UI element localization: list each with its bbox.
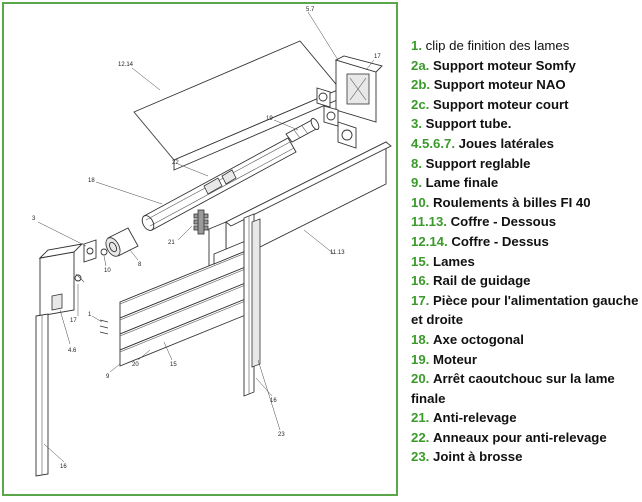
- legend-label: Pièce pour l'alimentation gauche et droi…: [411, 292, 639, 328]
- legend-number: 1.: [411, 38, 422, 53]
- legend-number: 2c.: [411, 96, 430, 112]
- legend-number: 2b.: [411, 77, 431, 93]
- part-moteur: [285, 118, 320, 143]
- legend-label: Lames: [433, 253, 475, 269]
- callout-16-left: 16: [60, 464, 67, 470]
- legend-number: 9.: [411, 175, 422, 191]
- part-clip: [99, 319, 109, 335]
- part-anti-relevage: [193, 209, 209, 235]
- legend-item: 2a. Support moteur Somfy: [411, 56, 639, 76]
- legend-item: 10. Roulements à billes FI 40: [411, 193, 639, 213]
- legend-item: 8. Support reglable: [411, 154, 639, 174]
- callout-11-13: 11.13: [330, 250, 345, 256]
- leader-lines: [37, 11, 375, 463]
- part-axe-octogonal: [141, 137, 297, 231]
- legend-item: 12.14. Coffre - Dessus: [411, 232, 639, 252]
- legend-number: 18.: [411, 331, 430, 347]
- legend-number: 15.: [411, 253, 430, 269]
- legend-number: 22.: [411, 429, 430, 445]
- callout-19: 19: [266, 116, 273, 122]
- part-rail-droite: [243, 213, 261, 397]
- legend-item: 3. Support tube.: [411, 114, 639, 134]
- legend-number: 21.: [411, 410, 430, 426]
- callout-8: 8: [138, 262, 142, 268]
- callout-10: 10: [104, 268, 111, 274]
- legend-label: Coffre - Dessous: [450, 214, 557, 230]
- legend-label: Support reglable: [425, 155, 531, 171]
- callout-15: 15: [170, 362, 177, 368]
- callout-9: 9: [106, 374, 110, 380]
- callout-labels: 5.7 17 12.14 19 22 18 11.13 3 10 8 21 9 …: [32, 7, 381, 470]
- callout-3: 3: [32, 216, 36, 222]
- legend-item: 23. Joint à brosse: [411, 447, 639, 467]
- legend-label: Lame finale: [425, 175, 499, 191]
- part-coffre-dessus: [133, 40, 341, 171]
- legend-label: Axe octogonal: [433, 331, 524, 347]
- exploded-view-drawing: 5.7 17 12.14 19 22 18 11.13 3 10 8 21 9 …: [32, 7, 392, 477]
- legend-label: Rail de guidage: [433, 273, 531, 289]
- legend-number: 8.: [411, 155, 422, 171]
- legend-number: 10.: [411, 194, 430, 210]
- legend-item: 20. Arrêt caoutchouc sur la lame finale: [411, 369, 639, 408]
- legend-label: Roulements à billes FI 40: [433, 194, 591, 210]
- callout-21: 21: [168, 240, 175, 246]
- legend-label: Coffre - Dessus: [451, 233, 549, 249]
- legend-item: 4.5.6.7. Joues latérales: [411, 134, 639, 154]
- callout-17-left: 17: [70, 318, 77, 324]
- legend-item: 17. Pièce pour l'alimentation gauche et …: [411, 291, 639, 330]
- legend-label: Anti-relevage: [433, 410, 517, 426]
- legend-label: Joint à brosse: [433, 449, 523, 465]
- legend-label: Anneaux pour anti-relevage: [433, 429, 607, 445]
- callout-16-right: 16: [270, 398, 277, 404]
- legend-label: Support moteur court: [433, 96, 569, 112]
- legend-number: 19.: [411, 351, 430, 367]
- legend-item: 2c. Support moteur court: [411, 95, 639, 115]
- legend-number: 3.: [411, 116, 422, 132]
- legend-item: 9. Lame finale: [411, 173, 639, 193]
- exploded-view-frame: 5.7 17 12.14 19 22 18 11.13 3 10 8 21 9 …: [2, 2, 398, 496]
- part-joue-gauche: [38, 243, 85, 317]
- callout-18: 18: [88, 178, 95, 184]
- callout-1: 1: [88, 312, 92, 318]
- legend-label: Support moteur Somfy: [433, 57, 576, 73]
- legend-number: 16.: [411, 273, 430, 289]
- part-lames: [119, 239, 249, 367]
- part-joue-droite: [316, 55, 383, 149]
- callout-12-14: 12.14: [118, 62, 134, 68]
- legend-item: 19. Moteur: [411, 350, 639, 370]
- legend-item: 1. clip de finition des lames: [411, 36, 639, 56]
- callout-17-right: 17: [374, 54, 381, 60]
- legend-number: 20.: [411, 371, 430, 387]
- legend-item: 22. Anneaux pour anti-relevage: [411, 428, 639, 448]
- legend-item: 16. Rail de guidage: [411, 271, 639, 291]
- legend-number: 12.14.: [411, 233, 448, 249]
- part-support-tube: [83, 239, 108, 263]
- legend-label: Joues latérales: [458, 135, 554, 151]
- legend-label: Support moteur NAO: [433, 77, 566, 93]
- legend-number: 23.: [411, 449, 430, 465]
- legend-label: Moteur: [433, 351, 477, 367]
- legend-label: Arrêt caoutchouc sur la lame finale: [411, 371, 615, 406]
- callout-4-6: 4.6: [68, 348, 77, 354]
- callout-20: 20: [132, 362, 139, 368]
- callout-22: 22: [172, 160, 179, 166]
- legend-item: 21. Anti-relevage: [411, 408, 639, 428]
- part-roulement: [105, 227, 139, 257]
- callout-5-7: 5.7: [306, 7, 315, 13]
- legend-item: 11.13. Coffre - Dessous: [411, 212, 639, 232]
- legend-number: 4.5.6.7.: [411, 135, 455, 151]
- part-rail-gauche: [35, 313, 49, 477]
- legend-number: 11.13.: [411, 214, 447, 230]
- legend-item: 2b. Support moteur NAO: [411, 75, 639, 95]
- callout-23: 23: [278, 432, 285, 438]
- legend-number: 17.: [411, 292, 430, 308]
- legend-label: clip de finition des lames: [425, 38, 570, 53]
- legend-item: 15. Lames: [411, 252, 639, 272]
- legend-number: 2a.: [411, 57, 430, 73]
- legend-item: 18. Axe octogonal: [411, 330, 639, 350]
- legend-label: Support tube.: [425, 116, 512, 132]
